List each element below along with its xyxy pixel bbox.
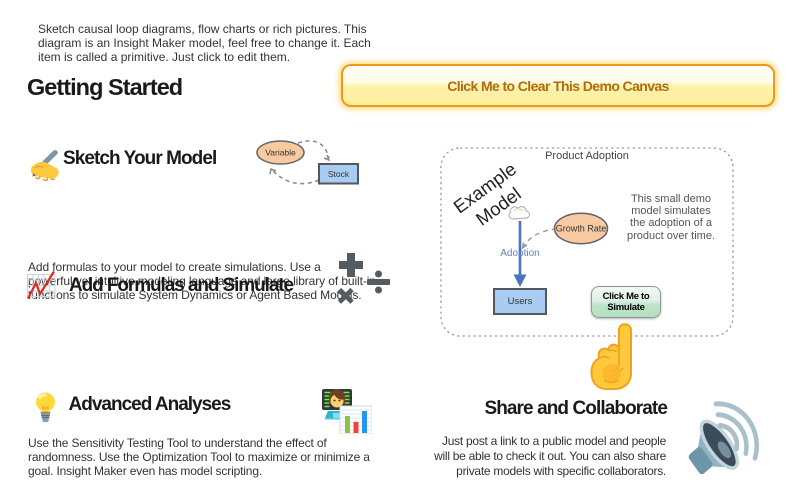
svg-text:Growth Rate: Growth Rate	[556, 224, 607, 234]
svg-text:Stock: Stock	[328, 169, 350, 179]
svg-text:Variable: Variable	[265, 148, 296, 158]
